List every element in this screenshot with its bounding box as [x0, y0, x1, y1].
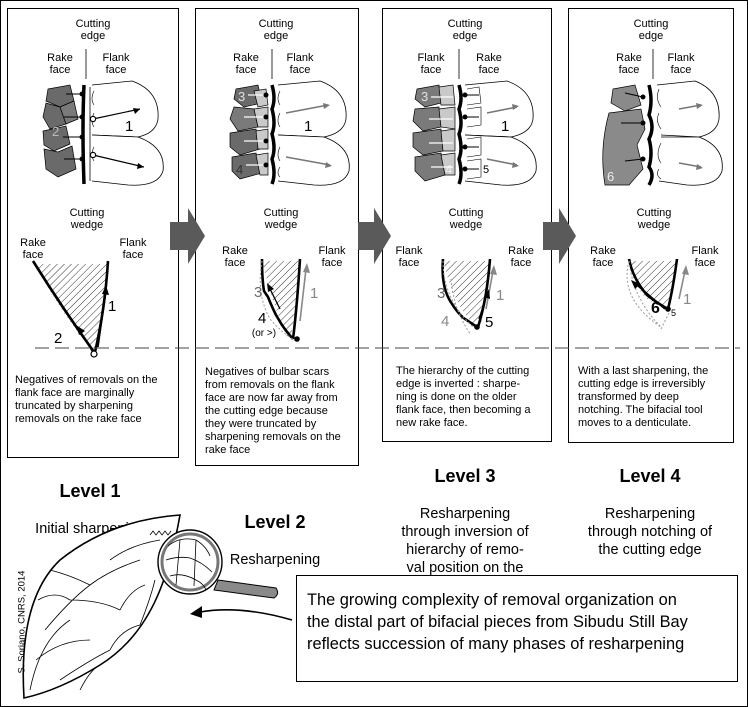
wedge-removal-1-label: 1	[310, 285, 319, 302]
level-2-description: Negatives of bulbar scars from removals …	[205, 366, 341, 456]
cutting-edge-label: Cutting edge	[633, 18, 669, 42]
rake-face-label: Rake face	[233, 52, 259, 76]
wedge-removal-4-label: 4	[441, 313, 450, 330]
cutting-wedge-label: Cutting wedge	[636, 207, 672, 231]
magnifier-handle	[213, 579, 279, 599]
wedge-removal-1-label: 1	[108, 298, 117, 315]
level-4-description: With a last sharpening, the cutting edge…	[578, 365, 709, 429]
cutting-edge-label: Cutting edge	[75, 18, 111, 42]
wedge-removal-3-label: 3	[254, 284, 263, 301]
flank-face-label: Flank face	[102, 52, 130, 76]
level-2-title: Level 2	[244, 512, 306, 532]
wedge-rake-face-label: Rake face	[222, 245, 248, 269]
wedge-rake-face-label: Rake face	[508, 245, 534, 269]
credit-text: S. Soriano, CNRS, 2014	[16, 570, 28, 674]
level-4-title: Level 4	[619, 466, 681, 486]
conclusion-box: The growing complexity of removal organi…	[296, 575, 738, 682]
removal-1-label: 1	[125, 118, 134, 135]
svg-text:3: 3	[238, 89, 245, 104]
svg-text:4: 4	[236, 162, 243, 177]
flank-face-label: Flank face	[667, 52, 695, 76]
level-3-title: Level 3	[434, 466, 496, 486]
wedge-flank-face-label: Flank face	[318, 245, 346, 269]
wedge-removal-3-label: 3	[437, 285, 446, 302]
wedge-removal-2-label: 2	[54, 330, 63, 347]
removal-5-label: 5	[483, 164, 490, 176]
level-3-description: The hierarchy of the cutting edge is inv…	[396, 365, 531, 429]
wedge-removal-1-label: 1	[683, 291, 692, 308]
level-3-drawing: 3 4	[412, 49, 537, 336]
wedge-removal-1-label: 1	[496, 287, 505, 304]
cutting-edge-label: Cutting edge	[447, 18, 483, 42]
panel-level-2: Cutting edge Rake face Flank face 3 4	[195, 8, 359, 466]
cutting-wedge-label: Cutting wedge	[448, 207, 484, 231]
flank-face-label: Flank face	[417, 52, 445, 76]
wedge-removal-6-label: 6	[651, 300, 660, 317]
cutting-edge-label: Cutting edge	[258, 18, 294, 42]
svg-text:2: 2	[52, 124, 59, 139]
rake-face-label: Rake face	[47, 52, 73, 76]
or-greater-note: (or >)	[251, 328, 277, 339]
magnifier-lens	[157, 529, 223, 595]
cutting-wedge-label: Cutting wedge	[69, 207, 105, 231]
level-2-caption: Level 2 Resharpening	[185, 494, 365, 587]
panel-level-3: Cutting edge Flank face Rake face 3 4	[382, 8, 552, 442]
wedge-flank-face-label: Flank face	[691, 245, 719, 269]
panel-level-4: Cutting edge Rake face Flank face 6	[568, 8, 734, 443]
level-4-caption: Level 4 Resharpening through notching of…	[560, 448, 740, 577]
level-1-drawing: 2	[31, 49, 164, 358]
level-2-subtitle: Resharpening	[229, 552, 321, 568]
svg-text:3: 3	[421, 89, 428, 104]
level-4-subtitle: Resharpening through notching of the cut…	[587, 506, 713, 558]
svg-text:6: 6	[607, 169, 614, 184]
wedge-removal-4-label: 4	[258, 310, 267, 327]
wedge-flank-face-label: Flank face	[395, 245, 423, 269]
panel-level-1: Cutting edge Rake face Flank face 2	[7, 8, 179, 458]
rake-face-label: Rake face	[616, 52, 642, 76]
removal-1-label: 1	[304, 118, 313, 135]
level-2-drawing: 3 4	[229, 49, 350, 342]
level-4-drawing: 6	[602, 49, 723, 330]
callout-arrow	[199, 608, 293, 621]
wedge-rake-face-label: Rake face	[590, 245, 616, 269]
rake-face-label: Rake face	[476, 52, 502, 76]
wedge-rake-face-label: Rake face	[20, 237, 46, 261]
conclusion-text: The growing complexity of removal organi…	[307, 591, 688, 653]
svg-text:4: 4	[445, 162, 452, 177]
wedge-removal-5-label: 5	[671, 308, 677, 318]
level-1-title: Level 1	[59, 481, 121, 501]
wedge-removal-5-label: 5	[485, 314, 494, 331]
level-1-description: Negatives of removals on the flank face …	[15, 374, 158, 425]
cutting-wedge-label: Cutting wedge	[263, 207, 299, 231]
removal-1-label: 1	[501, 118, 510, 135]
flank-face-label: Flank face	[286, 52, 314, 76]
wedge-flank-face-label: Flank face	[119, 237, 147, 261]
